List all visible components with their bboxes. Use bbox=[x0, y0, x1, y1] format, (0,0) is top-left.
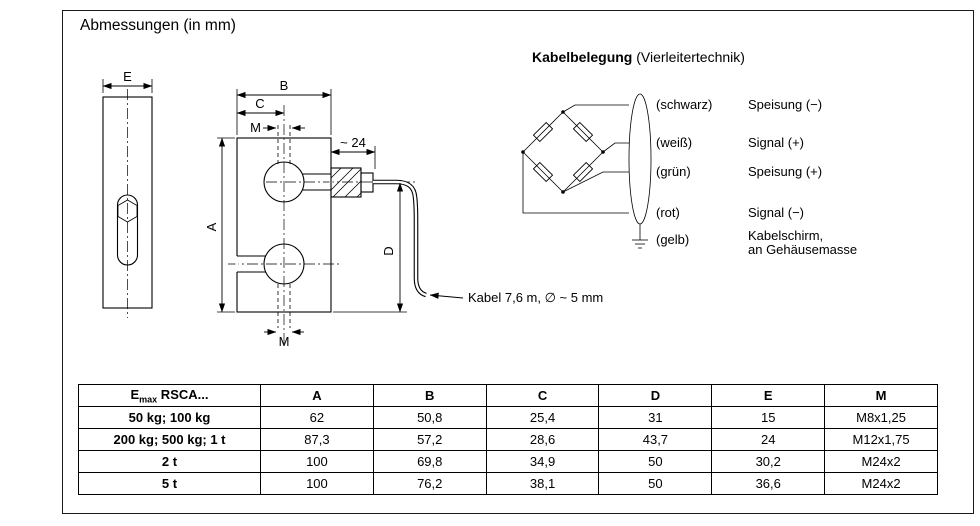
cable bbox=[373, 179, 427, 298]
col-header-m: M bbox=[824, 384, 938, 407]
dim-label-b: B bbox=[280, 78, 289, 93]
wire-func-schwarz: Speisung (−) bbox=[748, 97, 823, 112]
row-label: 5 t bbox=[78, 472, 261, 495]
row-label: 200 kg; 500 kg; 1 t bbox=[78, 428, 261, 451]
col-header-d: D bbox=[598, 384, 713, 407]
cell-a: 100 bbox=[260, 472, 374, 495]
wire-func-weiss: Signal (+) bbox=[748, 135, 804, 150]
dimension-m-bottom: M bbox=[264, 328, 304, 349]
side-view: E bbox=[102, 69, 153, 318]
wire-color-gelb: (gelb) bbox=[656, 232, 690, 247]
row-label: 50 kg; 100 kg bbox=[78, 406, 261, 429]
cell-d: 31 bbox=[598, 406, 713, 429]
dimension-drawing: E bbox=[102, 69, 603, 349]
cable-callout: Kabel 7,6 m, ∅ ~ 5 mm bbox=[429, 290, 603, 305]
wire-func-gruen: Speisung (+) bbox=[748, 164, 823, 179]
cell-m: M12x1,75 bbox=[824, 428, 938, 451]
dim-label-c: C bbox=[255, 96, 264, 111]
dim-label-d: D bbox=[381, 246, 396, 255]
page-title: Abmessungen (in mm) bbox=[80, 17, 236, 34]
table-header-row: Emax RSCA... A B C D E M bbox=[78, 384, 938, 407]
cell-m: M24x2 bbox=[824, 472, 938, 495]
cell-c: 34,9 bbox=[485, 450, 600, 473]
lower-hole bbox=[263, 243, 305, 285]
cell-c: 28,6 bbox=[485, 428, 600, 451]
cell-c: 25,4 bbox=[485, 406, 600, 429]
dimension-c: C bbox=[236, 96, 285, 117]
hex-socket bbox=[117, 199, 138, 223]
cable-cross-section bbox=[628, 93, 652, 225]
cell-a: 87,3 bbox=[260, 428, 374, 451]
wire-func-gelb-line2: an Gehäusemasse bbox=[748, 242, 858, 257]
wire-color-schwarz: (schwarz) bbox=[656, 97, 713, 112]
dim-label-e: E bbox=[123, 69, 132, 84]
row-label: 2 t bbox=[78, 450, 261, 473]
cell-b: 57,2 bbox=[372, 428, 487, 451]
col-header-e: E bbox=[711, 384, 826, 407]
dim-label-24: ~ 24 bbox=[340, 135, 366, 150]
cell-d: 50 bbox=[598, 472, 713, 495]
cable-label: Kabel 7,6 m, ∅ ~ 5 mm bbox=[468, 290, 603, 305]
upper-hole bbox=[263, 161, 305, 203]
bridge-circuit-diagram bbox=[521, 93, 652, 249]
ground-symbol-icon bbox=[632, 224, 648, 249]
dimension-a: A bbox=[204, 137, 235, 313]
dim-label-m-bottom: M bbox=[279, 334, 290, 349]
table-row: 200 kg; 500 kg; 1 t 87,3 57,2 28,6 43,7 … bbox=[78, 428, 938, 451]
table-row: 5 t 100 76,2 38,1 50 36,6 M24x2 bbox=[78, 472, 938, 495]
cable-connector bbox=[330, 167, 374, 198]
cell-e: 24 bbox=[711, 428, 826, 451]
cell-b: 50,8 bbox=[372, 406, 487, 429]
cell-d: 43,7 bbox=[598, 428, 713, 451]
cell-d: 50 bbox=[598, 450, 713, 473]
wire-color-gruen: (grün) bbox=[656, 164, 691, 179]
table-row: 2 t 100 69,8 34,9 50 30,2 M24x2 bbox=[78, 450, 938, 473]
col-header-c: C bbox=[485, 384, 600, 407]
strain-gauges bbox=[532, 121, 594, 183]
wire-color-weiss: (weiß) bbox=[656, 135, 693, 150]
cell-c: 38,1 bbox=[485, 472, 600, 495]
bridge-wires bbox=[522, 104, 629, 214]
page-frame bbox=[62, 10, 974, 514]
wire-func-rot: Signal (−) bbox=[748, 205, 804, 220]
wire-func-gelb-line1: Kabelschirm, bbox=[748, 228, 824, 243]
dimension-24: ~ 24 bbox=[330, 135, 376, 169]
table-row: 50 kg; 100 kg 62 50,8 25,4 31 15 M8x1,25 bbox=[78, 406, 938, 429]
dim-label-m-top: M bbox=[250, 120, 261, 135]
cell-a: 62 bbox=[260, 406, 374, 429]
dimensions-table: Emax RSCA... A B C D E M 50 kg; 100 kg 6… bbox=[78, 384, 938, 495]
cell-e: 30,2 bbox=[711, 450, 826, 473]
cell-b: 76,2 bbox=[372, 472, 487, 495]
cell-m: M8x1,25 bbox=[824, 406, 938, 429]
wire-func-gelb: Kabelschirm, an Gehäusemasse bbox=[748, 229, 857, 257]
dimension-e: E bbox=[102, 69, 153, 93]
cell-b: 69,8 bbox=[372, 450, 487, 473]
bridge-arms bbox=[521, 110, 605, 194]
col-header-a: A bbox=[260, 384, 374, 407]
cell-e: 36,6 bbox=[711, 472, 826, 495]
dimension-m-top: M bbox=[250, 120, 305, 135]
col-header-b: B bbox=[372, 384, 487, 407]
dim-label-a: A bbox=[204, 222, 219, 231]
cell-m: M24x2 bbox=[824, 450, 938, 473]
cell-a: 100 bbox=[260, 450, 374, 473]
kabelbelegung-title-rest: (Vierleitertechnik) bbox=[632, 49, 745, 65]
dimension-d: D bbox=[333, 182, 407, 313]
cell-e: 15 bbox=[711, 406, 826, 429]
front-view: B C M M A bbox=[204, 78, 603, 349]
col-header-emax: Emax RSCA... bbox=[78, 384, 261, 407]
kabelbelegung-title-bold: Kabelbelegung bbox=[532, 49, 633, 65]
kabelbelegung-title: Kabelbelegung (Vierleitertechnik) bbox=[532, 49, 745, 65]
wire-color-rot: (rot) bbox=[656, 205, 680, 220]
